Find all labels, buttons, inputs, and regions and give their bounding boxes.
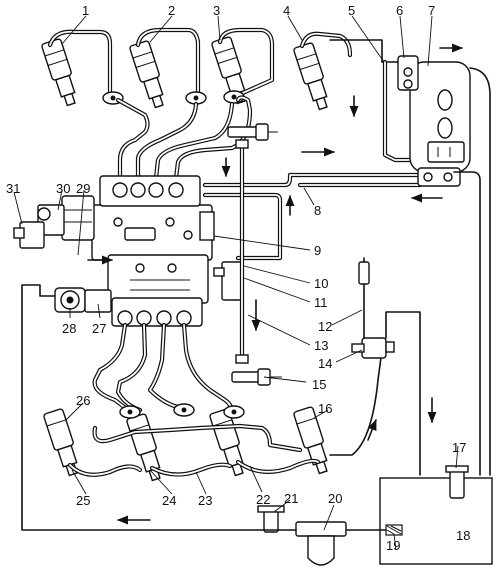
callout-31: 31	[6, 181, 20, 196]
callout-13: 13	[314, 338, 328, 353]
callout-17: 17	[452, 440, 466, 455]
supply-line	[21, 284, 297, 531]
leader-lines	[13, 15, 459, 551]
callout-10: 10	[314, 276, 328, 291]
callout-6: 6	[396, 3, 403, 18]
callout-24: 24	[162, 493, 176, 508]
upper-injector-bank	[41, 27, 399, 181]
injector-25	[43, 408, 78, 477]
callout-28: 28	[62, 321, 76, 336]
water-separator-20	[295, 521, 347, 566]
injector-4	[293, 42, 328, 111]
callout-4: 4	[283, 3, 290, 18]
callout-25: 25	[76, 493, 90, 508]
sensor-15	[231, 368, 282, 386]
callout-12: 12	[318, 319, 332, 334]
fuel-distribution-block	[382, 55, 471, 187]
injector-1	[41, 38, 76, 107]
return-valve-14	[351, 311, 421, 476]
return-line-inner	[453, 171, 481, 476]
callout-8: 8	[314, 203, 321, 218]
lower-return-line	[329, 349, 383, 456]
callout-11: 11	[314, 295, 328, 310]
callout-30: 30	[56, 181, 70, 196]
callout-15: 15	[312, 377, 326, 392]
callout-7: 7	[428, 3, 435, 18]
pipe-clamp-upper	[102, 90, 245, 105]
callout-3: 3	[213, 3, 220, 18]
callout-19: 19	[386, 538, 400, 553]
callout-labels: 1 2 3 4 5 6 7 8 9 10 11 12 13 14 15 16 1…	[6, 3, 470, 553]
callout-26: 26	[76, 393, 90, 408]
callout-29: 29	[76, 181, 90, 196]
callout-14: 14	[318, 356, 332, 371]
injector-22	[209, 408, 244, 477]
hand-pump-21	[257, 505, 285, 533]
leakoff-return-line	[329, 39, 399, 63]
callout-20: 20	[328, 491, 342, 506]
callout-27: 27	[92, 321, 106, 336]
injector-2	[129, 40, 164, 109]
hp-pipe-1	[115, 97, 150, 181]
sensor-upper	[227, 123, 278, 141]
callout-21: 21	[284, 491, 298, 506]
callout-18: 18	[456, 528, 470, 543]
injector-16	[293, 406, 328, 475]
fuel-tank-18	[379, 465, 493, 565]
callout-2: 2	[168, 3, 175, 18]
injection-pump	[91, 175, 215, 327]
lower-injector-bank	[43, 322, 328, 482]
feed-pump-27	[84, 289, 112, 313]
callout-23: 23	[198, 493, 212, 508]
callout-1: 1	[82, 3, 89, 18]
callout-22: 22	[256, 492, 270, 507]
fuel-filter-28	[54, 287, 86, 313]
return-line-right	[469, 67, 491, 476]
overflow-valve	[213, 261, 243, 301]
callout-5: 5	[348, 3, 355, 18]
governor-assembly	[13, 195, 95, 249]
callout-9: 9	[314, 243, 321, 258]
callout-16: 16	[318, 401, 332, 416]
